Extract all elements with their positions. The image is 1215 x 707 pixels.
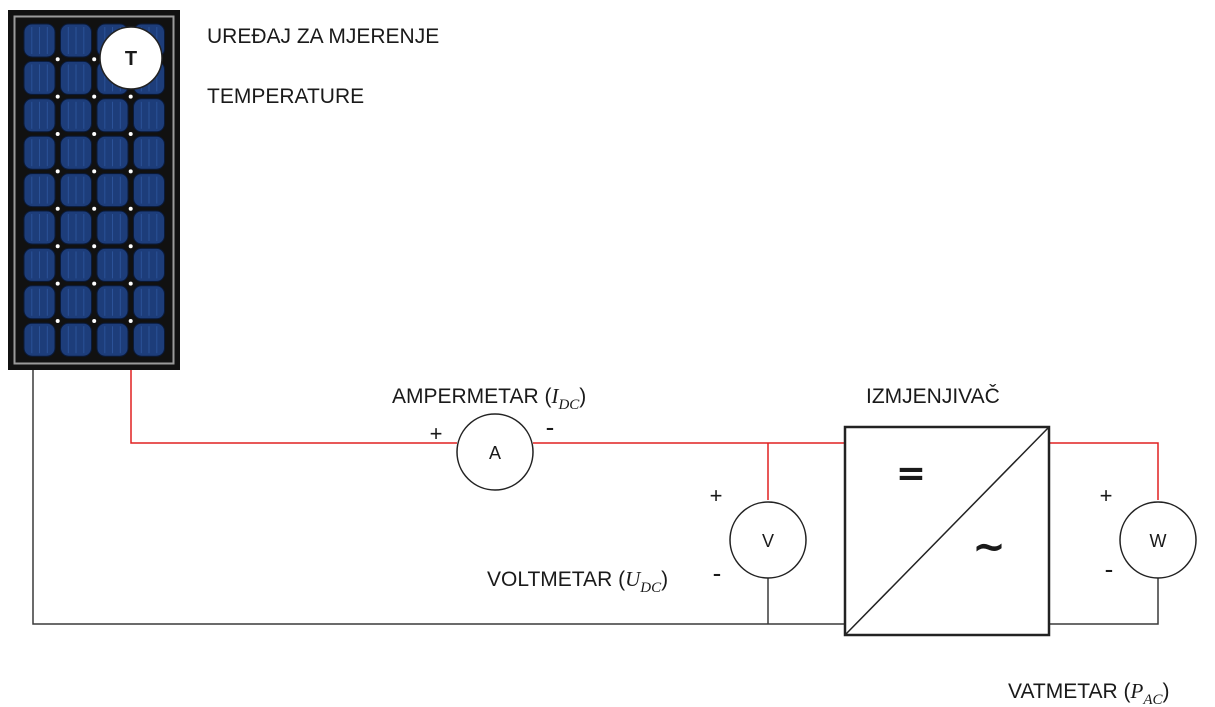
voltmeter-label-var: U: [625, 567, 642, 591]
wattmeter-label-sub: AC: [1142, 692, 1163, 707]
solar-cell-joint: [92, 57, 97, 62]
solar-cell-joint: [92, 281, 97, 286]
voltmeter-plus-sign: +: [710, 483, 723, 508]
wattmeter-letter: W: [1150, 531, 1167, 551]
wattmeter-label-prefix: VATMETAR (: [1008, 680, 1131, 703]
ammeter-minus-sign: -: [546, 412, 555, 442]
solar-panel-inner-border: [13, 15, 175, 365]
ammeter-label-suffix: ): [579, 385, 586, 408]
wattmeter-plus-sign: +: [1100, 483, 1113, 508]
inverter-diagonal: [844, 426, 1050, 636]
solar-cell-joint: [92, 319, 97, 323]
solar-cell-joint: [92, 206, 97, 211]
voltmeter-label-suffix: ): [661, 568, 668, 591]
temperature-sensor-circle: [99, 26, 163, 90]
solar-cell-joint: [55, 94, 60, 99]
panel-positive-wire: [130, 370, 457, 444]
ammeter-circle: [456, 413, 534, 491]
wattmeter-circle: [1119, 501, 1197, 579]
temp-device-label-line2: TEMPERATURE: [207, 85, 364, 108]
solar-cell-joint: [92, 244, 97, 249]
wattmeter-label-suffix: ): [1163, 680, 1170, 703]
solar-cell-joint: [55, 57, 60, 62]
wattmeter-minus-sign: -: [1105, 554, 1114, 584]
solar-cell-joint: [55, 206, 60, 211]
inverter-ac-wire: [1049, 442, 1159, 500]
solar-cell-joint: [128, 206, 133, 211]
ammeter-label-prefix: AMPERMETAR (: [392, 385, 551, 408]
solar-cell-joint: [55, 244, 60, 249]
voltmeter-label-sub: DC: [639, 580, 662, 596]
solar-cell-joint: [92, 169, 97, 174]
solar-cell-joint: [55, 132, 60, 136]
inverter-dc-symbol: =: [896, 453, 926, 494]
solar-cell-joint: [55, 281, 60, 286]
ammeter-letter: A: [489, 443, 501, 463]
solar-cell-joint: [55, 319, 60, 323]
solar-cell-joint: [128, 281, 133, 286]
solar-cell-joint: [128, 94, 133, 99]
inverter-ac-symbol: ~: [972, 524, 1006, 570]
solar-panel-icon: [8, 10, 180, 370]
voltmeter-circle: [729, 501, 807, 579]
inverter-icon: = ~: [843, 425, 1051, 637]
solar-cell-joint: [55, 169, 60, 174]
wattmeter-negative-wire: [1049, 578, 1159, 625]
ammeter: A: [456, 413, 534, 491]
wattmeter-label: VATMETAR (PAC): [1008, 679, 1170, 707]
wattmeter: W: [1119, 501, 1197, 579]
temperature-sensor-letter: T: [125, 48, 137, 70]
solar-cell-joints: [55, 57, 133, 323]
positive-wiring: [130, 370, 1159, 500]
voltmeter-label: VOLTMETAR (UDC): [487, 567, 668, 596]
negative-wiring: [32, 370, 1159, 625]
temp-device-label-line1: UREĐAJ ZA MJERENJE: [207, 25, 439, 48]
panel-negative-wire: [32, 370, 845, 625]
voltmeter: V: [729, 501, 807, 579]
voltmeter-letter: V: [762, 531, 774, 551]
ammeter-plus-sign: +: [430, 421, 443, 446]
voltmeter-label-prefix: VOLTMETAR (: [487, 568, 625, 591]
solar-cell-joint: [128, 319, 133, 323]
solar-cell-joint: [128, 169, 133, 174]
inverter-label: IZMJENJIVAČ: [866, 385, 1000, 408]
ammeter-label: AMPERMETAR (IDC): [392, 384, 586, 413]
temperature-sensor-icon: T: [99, 26, 163, 90]
solar-cell-joint: [128, 132, 133, 136]
ammeter-label-sub: DC: [557, 397, 580, 413]
voltmeter-minus-sign: -: [713, 558, 722, 588]
solar-cell-joint: [92, 132, 97, 136]
solar-cells: [23, 23, 165, 357]
solar-cell-joint: [92, 94, 97, 99]
wattmeter-label-var: P: [1130, 679, 1144, 703]
ammeter-label-var: I: [550, 384, 559, 408]
solar-cell-joint: [128, 244, 133, 249]
